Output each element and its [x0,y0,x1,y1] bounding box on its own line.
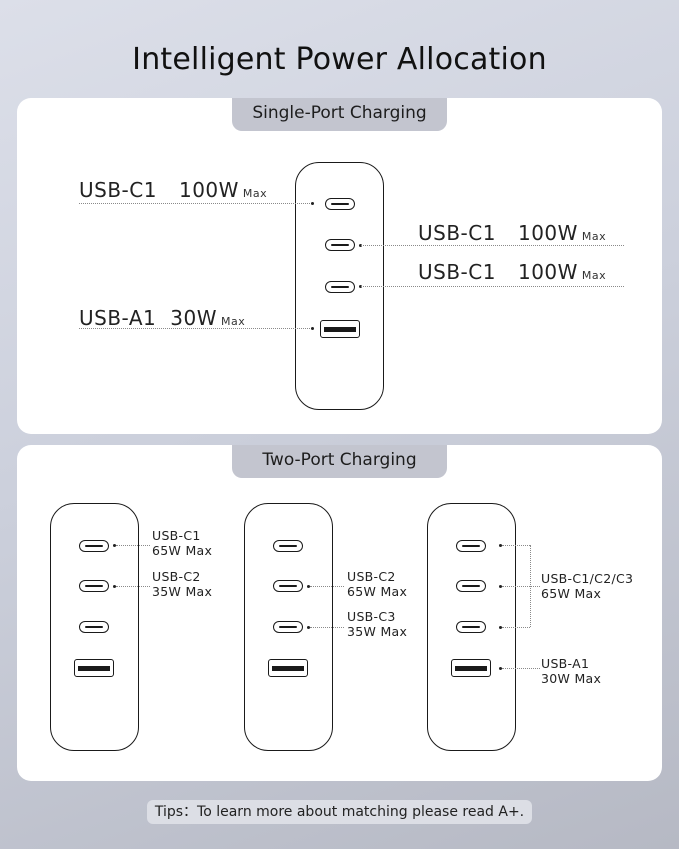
leader-dot [499,626,502,629]
usb-c2-port-icon [456,580,486,592]
two-port-panel: Two-Port Charging USB-C1 65W Max USB-C2 … [17,445,662,781]
usb-c3-port-icon [79,621,109,633]
port-power: 30W [170,306,217,330]
usb-c1-port-icon [456,540,486,552]
port-label: USB-C1/C2/C3 65W Max [541,571,633,601]
port-max: Max [581,269,607,282]
port-max: Max [242,187,268,200]
leader-dot [499,667,502,670]
leader-line [502,627,530,628]
tips-note: Tips：To learn more about matching please… [147,800,532,824]
port-label: USB-A1 30W Max [541,656,601,686]
port-name: USB-C1/C2/C3 [541,571,634,586]
port-power: 35W Max [347,624,408,639]
leader-dot [113,544,116,547]
port-label: USB-C1 65W Max [152,528,212,558]
usb-a1-port-icon [451,659,491,677]
page-title: Intelligent Power Allocation [132,42,547,77]
two-port-tab: Two-Port Charging [232,445,447,478]
leader-line [79,328,312,329]
port-name: USB-C2 [347,569,396,584]
leader-dot [307,626,310,629]
usb-a1-port-icon [268,659,308,677]
usb-c3-port-icon [325,281,355,293]
port-label: USB-C3 35W Max [347,609,407,639]
leader-dot [307,585,310,588]
leader-line [79,203,312,204]
port-name: USB-C1 [79,178,157,202]
leader-line [361,286,624,287]
port-name: USB-A1 [79,306,157,330]
port-power: 100W [517,221,578,245]
usb-c3-port-icon [273,621,303,633]
usb-c2-port-icon [325,239,355,251]
usb-c1-port-icon [325,198,355,210]
leader-line [116,586,150,587]
leader-line [361,245,624,246]
usb-c1-port-icon [273,540,303,552]
port-label: USB-C2 65W Max [347,569,407,599]
usb-c3-port-icon [456,621,486,633]
leader-dot [499,585,502,588]
single-port-tab: Single-Port Charging [232,98,447,131]
leader-line [530,586,540,587]
leader-dot [311,327,314,330]
leader-line [310,627,344,628]
leader-line [502,668,540,669]
leader-dot [499,544,502,547]
port-name: USB-A1 [541,656,590,671]
usb-a1-port-icon [74,659,114,677]
usb-c2-port-icon [79,580,109,592]
port-power: 30W Max [541,671,602,686]
port-name: USB-C2 [152,569,201,584]
port-name: USB-C1 [418,260,496,284]
leader-dot [359,285,362,288]
port-power: 100W [517,260,578,284]
charger-diagram [50,503,139,751]
port-name: USB-C3 [347,609,396,624]
port-label: USB-C2 35W Max [152,569,212,599]
leader-line [502,586,530,587]
port-power: 65W Max [347,584,408,599]
port-power: 65W Max [152,543,213,558]
port-power: 100W [178,178,239,202]
leader-line [310,586,344,587]
leader-dot [311,202,314,205]
leader-line [502,545,530,546]
leader-dot [359,244,362,247]
port-max: Max [220,315,246,328]
port-power: 35W Max [152,584,213,599]
usb-c2-port-icon [273,580,303,592]
leader-dot [113,585,116,588]
leader-line [116,545,150,546]
port-name: USB-C1 [152,528,201,543]
usb-a1-port-icon [320,320,360,338]
port-max: Max [581,230,607,243]
port-name: USB-C1 [418,221,496,245]
usb-c1-port-icon [79,540,109,552]
port-power: 65W Max [541,586,602,601]
